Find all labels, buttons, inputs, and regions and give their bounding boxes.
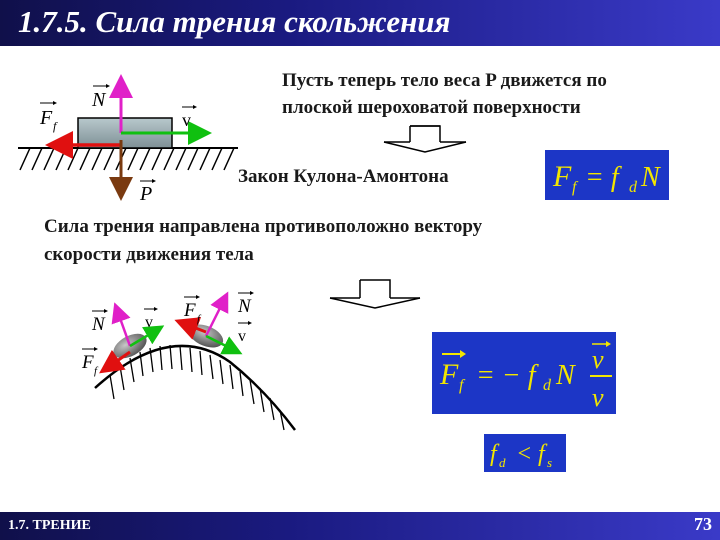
- label-P-flat: P: [139, 183, 152, 205]
- label-f-right: f: [197, 313, 202, 325]
- vector-lhs-sub: f: [459, 377, 466, 394]
- inequality-box: f d < f s: [484, 434, 566, 472]
- friction-arrow-left: [99, 349, 131, 374]
- label-F-right: F: [183, 300, 196, 321]
- ineq-b-sub: s: [547, 455, 552, 470]
- vector-sub: d: [543, 377, 552, 394]
- curve-labels: N v F f F f N v: [81, 291, 254, 377]
- intro-line-2: плоской шероховатой поверхности: [282, 97, 581, 118]
- page-number: 73: [694, 514, 712, 534]
- label-v-flat: v: [182, 110, 191, 130]
- ineq-b: f: [538, 441, 548, 467]
- normal-arrow-left: [111, 302, 132, 347]
- label-N-right: N: [237, 296, 252, 317]
- vector-mid: N: [555, 360, 576, 391]
- friction-text-line-1: Сила трения направлена противоположно ве…: [44, 216, 483, 237]
- curved-surface: [94, 344, 296, 431]
- vector-eq: = − f: [476, 360, 539, 391]
- law-rhs-sub: d: [629, 179, 638, 196]
- velocity-arrow-left: [129, 325, 165, 348]
- law-lhs: F: [552, 160, 572, 193]
- footer-bar: 1.7. ТРЕНИЕ 73: [0, 512, 720, 540]
- inequality-formula: f d < f s: [490, 441, 552, 470]
- intro-line-1: Пусть теперь тело веса P движется по: [282, 68, 607, 93]
- law-formula-box: F f = f d N: [545, 150, 669, 200]
- label-F-left: F: [81, 352, 94, 373]
- label-f-flat: f: [53, 119, 58, 133]
- law-rhs-tail: N: [640, 162, 661, 193]
- velocity-arrow-right: [205, 334, 243, 355]
- label-F-flat: F: [39, 107, 53, 129]
- down-arrow-1: [383, 125, 467, 153]
- ineq-a: f: [490, 441, 500, 467]
- ineq-a-sub: d: [499, 455, 506, 470]
- flat-labels: N F f v P: [39, 84, 197, 205]
- ineq-op: <: [516, 441, 532, 467]
- label-N-left: N: [91, 314, 106, 335]
- friction-arrow-right: [174, 317, 207, 340]
- label-f-left: f: [94, 365, 99, 377]
- label-N-flat: N: [91, 89, 107, 111]
- vector-den: v: [592, 383, 604, 412]
- title-bar: 1.7.5. Сила трения скольжения: [0, 0, 720, 46]
- vector-formula-box: F f = − f d N v v: [432, 332, 616, 414]
- law-formula: F f = f d N: [552, 160, 661, 196]
- vector-num: v: [592, 345, 604, 374]
- normal-arrow-right: [204, 291, 229, 337]
- flat-surface: [18, 147, 238, 171]
- friction-text-line-2: скорости движения тела: [44, 244, 254, 265]
- law-name: Закон Кулона-Амонтона: [238, 166, 449, 187]
- law-eq: = f: [585, 162, 622, 193]
- label-v-right: v: [238, 328, 246, 345]
- vector-lhs: F: [439, 358, 459, 391]
- label-v-left: v: [145, 314, 153, 331]
- intro-text-1: Пусть теперь тело веса P движется по: [282, 70, 607, 91]
- vector-formula: F f = − f d N v v: [439, 341, 612, 412]
- slide-title: 1.7.5. Сила трения скольжения: [18, 4, 451, 39]
- down-arrow-2: [329, 279, 421, 309]
- footer-section-label: 1.7. ТРЕНИЕ: [8, 518, 91, 533]
- law-lhs-sub: f: [572, 179, 579, 196]
